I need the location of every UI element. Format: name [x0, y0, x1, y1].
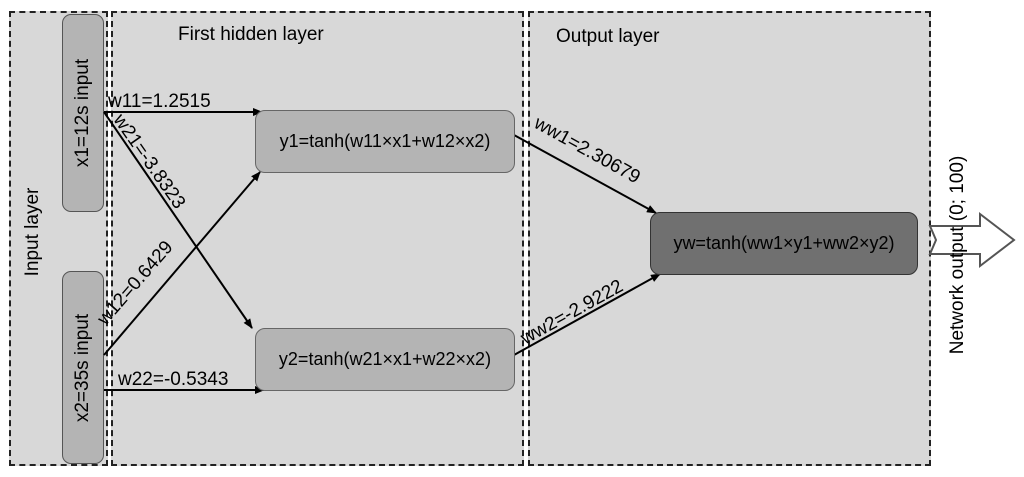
edge-w12	[103, 171, 261, 356]
output-node-yw: yw=tanh(ww1×y1+ww2×y2)	[650, 212, 918, 275]
output-arrow-icon	[928, 211, 1016, 269]
network-output-label: Network output (0; 100)	[947, 155, 968, 355]
input-node-x1: x1=12s input	[62, 14, 104, 212]
edge-ww2	[513, 273, 661, 356]
output-layer-title: Output layer	[556, 26, 660, 47]
hidden-node-y1-formula: y1=tanh(w11×x1+w12×x2)	[279, 131, 491, 151]
output-node-yw-formula: yw=tanh(ww1×y1+ww2×y2)	[673, 233, 895, 253]
edge-w21	[103, 111, 253, 329]
edge-ww1	[513, 134, 657, 214]
input-node-x2: x2=35s input	[62, 271, 104, 464]
weight-label-w22: w22=-0.5343	[118, 369, 229, 390]
hidden-node-y2-formula: y2=tanh(w21×x1+w22×x2)	[278, 349, 492, 369]
hidden-layer-title: First hidden layer	[178, 24, 324, 45]
weight-label-w11: w11=1.2515	[108, 91, 211, 112]
hidden-node-y1: y1=tanh(w11×x1+w12×x2)	[255, 110, 515, 173]
hidden-node-y2: y2=tanh(w21×x1+w22×x2)	[255, 328, 515, 391]
